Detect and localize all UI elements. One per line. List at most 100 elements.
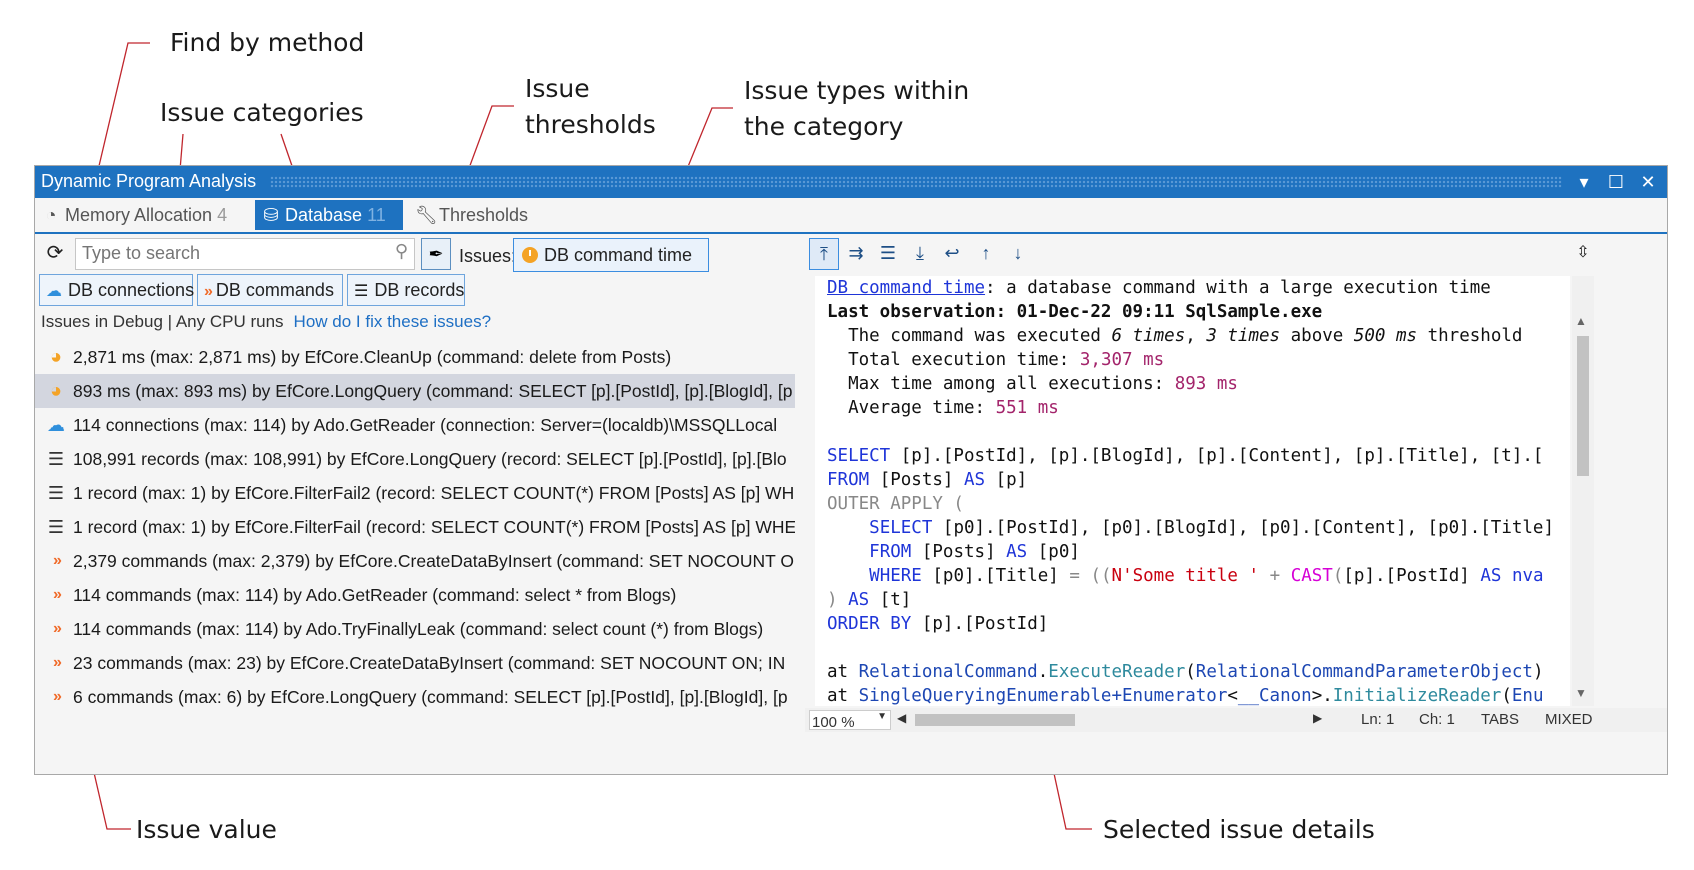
issue-details-text[interactable]: DB command time: a database command with… xyxy=(815,276,1570,706)
details-pane: ⤒ ⇉ ☰ ⤓ ↩ ↑ ↓ DB command time: a databas… xyxy=(805,234,1667,774)
runs-info: Issues in Debug | Any CPU runs How do I f… xyxy=(41,312,491,332)
indent-mode: TABS xyxy=(1481,711,1519,728)
horizontal-scroll-thumb[interactable] xyxy=(915,714,1075,726)
commands-icon: » xyxy=(204,277,210,307)
issue-type-button[interactable]: DB command time xyxy=(513,238,709,272)
category-tabs: ◔Memory Allocation 4 ⛁Database 11 🔧︎Thre… xyxy=(35,198,1667,234)
details-line: DB command time: a database command with… xyxy=(815,276,1570,300)
search-input[interactable] xyxy=(76,239,368,267)
sql-line: FROM [Posts] AS [p0] xyxy=(815,540,1570,564)
issues-list: ◕2,871 ms (max: 2,871 ms) by EfCore.Clea… xyxy=(35,340,795,714)
issue-row-selected[interactable]: ◕893 ms (max: 893 ms) by EfCore.LongQuer… xyxy=(35,374,795,408)
issue-row[interactable]: ☰108,991 records (max: 108,991) by EfCor… xyxy=(35,442,795,476)
issues-pane: ⟳ ⚲ ✒ Issues: DB command time ☁DB connec… xyxy=(35,234,795,774)
window-title: Dynamic Program Analysis xyxy=(41,171,256,192)
scroll-down-arrow-icon[interactable]: ▼ xyxy=(1575,686,1587,700)
split-view-icon[interactable]: ⇳ xyxy=(1572,238,1594,268)
expand-all-icon[interactable]: ⇉ xyxy=(841,238,871,270)
tab-database[interactable]: ⛁Database 11 xyxy=(255,200,403,230)
runs-text: Issues in Debug | Any CPU runs xyxy=(41,312,284,331)
issue-row[interactable]: ☰1 record (max: 1) by EfCore.FilterFail2… xyxy=(35,476,795,510)
dpa-tool-window: Dynamic Program Analysis ▾ ☐ ✕ ◔Memory A… xyxy=(34,165,1668,775)
close-icon[interactable]: ✕ xyxy=(1635,168,1661,196)
db-records-button[interactable]: ☰DB records xyxy=(347,274,465,306)
scroll-up-arrow-icon[interactable]: ▲ xyxy=(1575,314,1587,328)
issue-row[interactable]: »6 commands (max: 6) by EfCore.LongQuery… xyxy=(35,680,795,714)
scroll-to-end-icon[interactable]: ⤓ xyxy=(905,238,935,270)
help-link[interactable]: How do I fix these issues? xyxy=(294,312,491,331)
commands-icon: » xyxy=(45,544,67,578)
issue-row[interactable]: ☁114 connections (max: 114) by Ado.GetRe… xyxy=(35,408,795,442)
clock-icon xyxy=(522,247,538,263)
find-by-method-icon: ✒ xyxy=(428,244,443,264)
window-titlebar: Dynamic Program Analysis ▾ ☐ ✕ xyxy=(35,166,1667,198)
scroll-thumb[interactable] xyxy=(1577,336,1589,476)
details-line: Total execution time: 3,307 ms xyxy=(815,348,1570,372)
search-box[interactable]: ⚲ xyxy=(75,238,415,270)
callout-issue-categories: Issue categories xyxy=(160,96,364,130)
clock-icon: ◕ xyxy=(45,374,67,408)
tab-thresholds[interactable]: 🔧︎Thresholds xyxy=(415,200,545,230)
callout-issue-thresholds-line1: Issue xyxy=(525,72,590,106)
callout-issue-types-line1: Issue types within xyxy=(744,74,969,108)
records-icon: ☰ xyxy=(45,510,67,544)
sql-line: ORDER BY [p].[PostId] xyxy=(815,612,1570,636)
chevron-down-icon: ▼ xyxy=(877,711,887,722)
callout-issue-types-line2: the category xyxy=(744,110,903,144)
stack-line: at RelationalCommand.ExecuteReader(Relat… xyxy=(815,660,1570,684)
word-wrap-icon[interactable]: ↩ xyxy=(937,238,967,270)
issue-row[interactable]: ◕2,871 ms (max: 2,871 ms) by EfCore.Clea… xyxy=(35,340,795,374)
details-line: Average time: 551 ms xyxy=(815,396,1570,420)
last-observation: Last observation: 01-Dec-22 09:11 SqlSam… xyxy=(815,300,1570,324)
refresh-icon[interactable]: ⟳ xyxy=(41,238,69,268)
issue-row[interactable]: »114 commands (max: 114) by Ado.TryFinal… xyxy=(35,612,795,646)
vertical-scrollbar[interactable]: ▲ ▼ xyxy=(1572,276,1594,706)
issue-type-link[interactable]: DB command time xyxy=(827,278,985,298)
hscroll-left-icon[interactable]: ◀ xyxy=(897,711,906,725)
sql-line: OUTER APPLY ( xyxy=(815,492,1570,516)
issue-row[interactable]: ☰1 record (max: 1) by EfCore.FilterFail … xyxy=(35,510,795,544)
pie-chart-icon: ◔ xyxy=(41,200,61,230)
arrow-up-icon[interactable]: ↑ xyxy=(971,238,1001,270)
sql-line: SELECT [p0].[PostId], [p0].[BlogId], [p0… xyxy=(815,516,1570,540)
details-line xyxy=(815,636,1570,660)
titlebar-grip[interactable] xyxy=(270,176,1562,188)
editor-status-bar: 100 %▼ ◀ ▶ Ln: 1 Ch: 1 TABS MIXED xyxy=(805,708,1667,732)
cloud-icon: ☁ xyxy=(46,277,62,307)
clock-icon: ◕ xyxy=(45,340,67,374)
commands-icon: » xyxy=(45,612,67,646)
issue-row[interactable]: »23 commands (max: 23) by EfCore.CreateD… xyxy=(35,646,795,680)
tab-memory-allocation[interactable]: ◔Memory Allocation 4 xyxy=(41,200,241,230)
maximize-icon[interactable]: ☐ xyxy=(1603,168,1629,196)
hscroll-right-icon[interactable]: ▶ xyxy=(1313,711,1322,725)
commands-icon: » xyxy=(45,578,67,612)
records-icon: ☰ xyxy=(45,442,67,476)
search-options-icon[interactable]: ⚲ xyxy=(395,241,408,262)
db-commands-button[interactable]: »DB commands xyxy=(197,274,343,306)
cloud-icon: ☁ xyxy=(45,408,67,442)
scroll-to-top-icon[interactable]: ⤒ xyxy=(809,238,839,270)
commands-icon: » xyxy=(45,680,67,714)
zoom-select[interactable]: 100 %▼ xyxy=(809,710,891,730)
tab-count: 4 xyxy=(217,205,227,225)
db-connections-button[interactable]: ☁DB connections xyxy=(39,274,193,306)
collapse-all-icon[interactable]: ☰ xyxy=(873,238,903,270)
sql-line: ) AS [t] xyxy=(815,588,1570,612)
details-line: Max time among all executions: 893 ms xyxy=(815,372,1570,396)
arrow-down-icon[interactable]: ↓ xyxy=(1003,238,1033,270)
find-by-method-button[interactable]: ✒ xyxy=(421,238,451,270)
line-number: Ln: 1 xyxy=(1361,711,1394,728)
callout-find-by-method: Find by method xyxy=(170,26,364,60)
sql-line: SELECT [p].[PostId], [p].[BlogId], [p].[… xyxy=(815,444,1570,468)
issue-row[interactable]: »2,379 commands (max: 2,379) by EfCore.C… xyxy=(35,544,795,578)
issue-row[interactable]: »114 commands (max: 114) by Ado.GetReade… xyxy=(35,578,795,612)
records-icon: ☰ xyxy=(354,277,368,307)
issues-label: Issues: xyxy=(459,246,516,267)
dropdown-icon[interactable]: ▾ xyxy=(1571,168,1597,196)
commands-icon: » xyxy=(45,646,67,680)
database-icon: ⛁ xyxy=(261,200,281,230)
sql-line: WHERE [p0].[Title] = ((N'Some title ' + … xyxy=(815,564,1570,588)
callout-issue-thresholds-line2: thresholds xyxy=(525,108,656,142)
wrench-icon: 🔧︎ xyxy=(415,200,435,230)
details-line: The command was executed 6 times, 3 time… xyxy=(815,324,1570,348)
